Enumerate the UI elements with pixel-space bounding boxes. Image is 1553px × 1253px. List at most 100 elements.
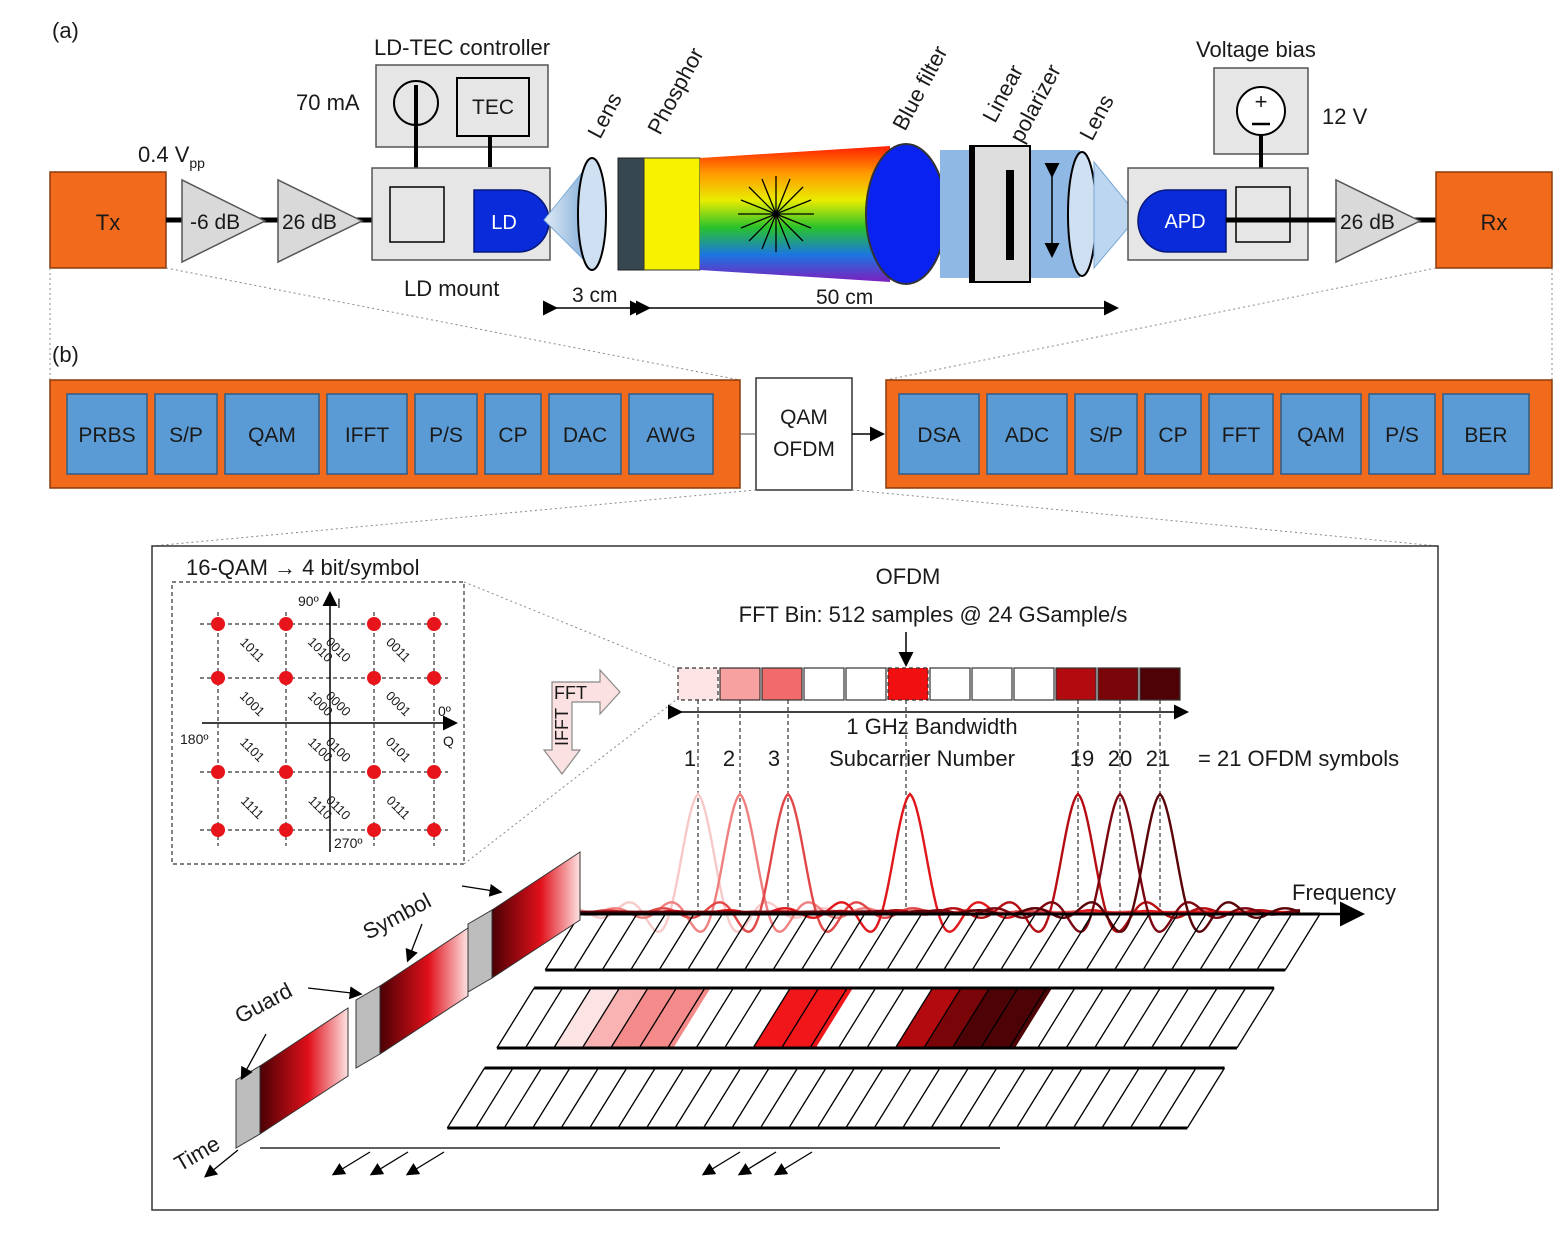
rx-chain-block-label: DSA: [917, 424, 960, 447]
grid-cell-divider: [1085, 913, 1122, 971]
grid-cell-divider: [687, 913, 723, 971]
subcarrier-label: Subcarrier Number: [829, 746, 1015, 771]
fft-bin: [1013, 667, 1055, 701]
constellation-angle-270: 270º: [334, 835, 362, 851]
grid-cell-divider: [873, 1067, 912, 1129]
distance-3cm-label: 3 cm: [572, 284, 618, 307]
tx-chain-block-label: CP: [498, 424, 527, 447]
symbol-guard-walls: [235, 851, 581, 1149]
grid-cell-divider: [1028, 913, 1065, 971]
grid-cell-divider: [930, 1067, 969, 1129]
grid-cell-divider: [475, 1067, 514, 1129]
grid-cell-divider: [1150, 987, 1190, 1049]
constellation-angle-90: 90º: [298, 593, 319, 609]
ld-label: LD: [491, 212, 517, 234]
grid-cell-divider: [829, 913, 866, 971]
phosphor: [643, 157, 701, 271]
guard-interval: [235, 1065, 261, 1149]
fft-bin: [761, 667, 803, 701]
constellation-point: [211, 765, 225, 779]
grid-cell-divider: [601, 913, 638, 971]
grid-cell-divider: [695, 987, 734, 1049]
grid-cell-divider: [943, 913, 980, 971]
tx-chain-block-label: AWG: [646, 424, 695, 447]
symbol-pointer: [405, 923, 423, 963]
time-axis: [203, 1149, 239, 1178]
grid-cell-divider: [1072, 1067, 1112, 1129]
rx-chain-block: [898, 393, 980, 475]
grid-cell-divider: [1186, 1067, 1226, 1129]
grid-cell-divider: [1015, 1067, 1055, 1129]
grid-cell-divider: [1142, 913, 1179, 971]
ld-tec-controller-label: LD-TEC controller: [374, 35, 550, 60]
tx-chain-block: [548, 393, 622, 475]
grid-cell-divider: [446, 1067, 486, 1129]
grid-cell-divider: [560, 1067, 599, 1129]
beam-cone-2: [1093, 160, 1139, 270]
rx-chain-block-label: CP: [1158, 424, 1187, 447]
qam-ofdm-label-1: QAM: [780, 406, 828, 429]
subcarrier-guides: [697, 700, 1161, 914]
fft-bin: [1139, 667, 1181, 701]
constellation-axis-i-label: I: [337, 595, 341, 611]
symbol-pointer-2: [461, 883, 503, 897]
grid-cell-divider: [1037, 987, 1076, 1049]
constellation-point: [367, 617, 381, 631]
constellation-grid: [200, 612, 448, 846]
rx-chain-block: [1280, 393, 1362, 475]
tx-label: Tx: [96, 210, 120, 235]
rx-chain-block: [1144, 393, 1202, 475]
tx-chain-block-label: S/P: [169, 424, 203, 447]
distance-50cm-label: 50 cm: [816, 286, 873, 309]
grid-cell-divider: [780, 987, 820, 1049]
fft-bin: [719, 667, 761, 701]
frequency-label: Frequency: [1292, 880, 1396, 905]
guard-pointer: [307, 986, 363, 1000]
fft-bin: [677, 667, 719, 701]
subcarrier-cell: [952, 988, 1053, 1048]
grid-cell-divider: [1044, 1067, 1083, 1129]
grid-cell-divider: [816, 1067, 856, 1129]
grid-cell-divider: [1207, 987, 1247, 1049]
grid-cell-divider: [630, 913, 666, 971]
grid-cell-divider: [667, 987, 706, 1049]
subcarrier-cell: [610, 988, 711, 1048]
grid-cell-divider: [1129, 1067, 1169, 1129]
fft-bin: [1097, 667, 1139, 701]
tx-chain-block-label: QAM: [248, 424, 296, 447]
unpolarized-light-icon: [738, 176, 814, 252]
constellation-point: [427, 617, 441, 631]
qam-ofdm-box: [755, 377, 853, 491]
zoom-line-left: [151, 489, 757, 547]
grid-cell-divider: [1284, 913, 1321, 971]
apd-mount-inner: [1235, 186, 1291, 243]
constellation-point: [279, 765, 293, 779]
grid-cell-divider: [914, 913, 951, 971]
fft-bin: [1055, 667, 1097, 701]
ofdm-symbol-wall: [491, 851, 581, 979]
grid-cell-divider: [923, 987, 962, 1049]
rx-label: Rx: [1481, 210, 1508, 235]
grid-cell-divider: [894, 987, 934, 1049]
grid-cell-divider: [971, 913, 1008, 971]
constellation-point: [367, 765, 381, 779]
attenuator-label: -6 dB: [190, 211, 240, 234]
time-arrow: [405, 1151, 445, 1176]
tx-chain-block-label: DAC: [563, 424, 607, 447]
rx-expansion-line-left: [885, 267, 1437, 381]
apd-shape: [1137, 189, 1227, 253]
rx-chain-block: [1074, 393, 1138, 475]
constellation-angle-0: 0º: [438, 703, 451, 719]
grid-cell-divider: [724, 987, 763, 1049]
rx-chain-block: [986, 393, 1068, 475]
grid-cell-divider: [987, 1067, 1026, 1129]
ld-mount-label: LD mount: [404, 276, 499, 301]
tec-box: [456, 77, 530, 137]
grid-cell-divider: [951, 987, 991, 1049]
rx-chain-block-label: QAM: [1297, 424, 1345, 447]
fft-bin: [929, 667, 971, 701]
grid-cell-divider: [1236, 987, 1275, 1049]
zoom-line-right: [851, 489, 1439, 547]
rx-chain-block: [1368, 393, 1436, 475]
